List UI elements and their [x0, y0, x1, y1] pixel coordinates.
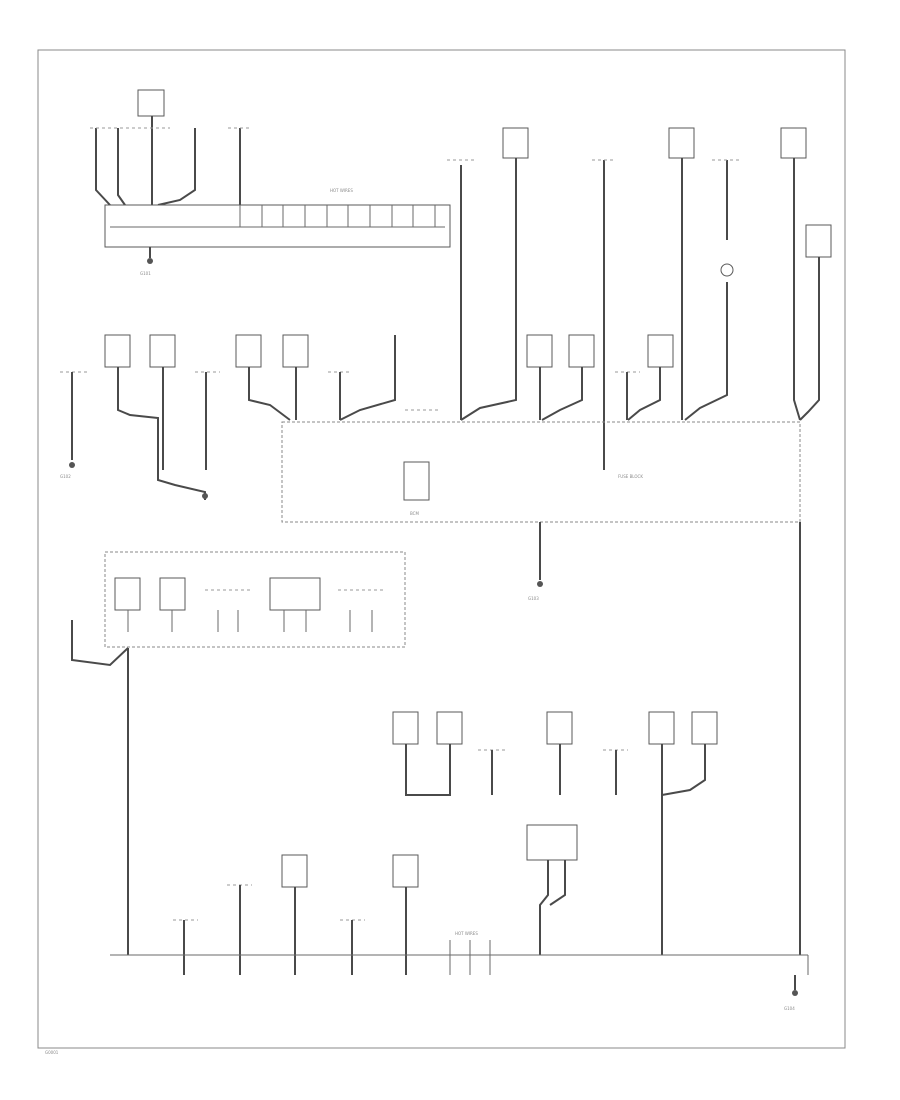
ground-label-4: G104	[784, 1006, 795, 1011]
top-right-group	[447, 127, 832, 470]
middle-left-components	[60, 334, 220, 500]
ground-symbol	[147, 258, 153, 264]
diagram-border	[37, 49, 846, 1049]
top-bus-label: HOT WIRES	[330, 188, 353, 193]
top-splice-bus: HOT WIRES	[104, 188, 451, 264]
bottom-bus-label: HOT WIRES	[455, 931, 478, 936]
lower-left-module	[71, 551, 406, 955]
center-box-label: FUSE BLOCK	[618, 474, 643, 479]
component-box	[137, 89, 165, 117]
ground-label-3: G103	[528, 596, 539, 601]
bottom-lower-components: HOT WIRES	[173, 824, 578, 975]
ground-label-1: G101	[140, 271, 151, 276]
body-control-module: BCM FUSE BLOCK	[281, 409, 801, 955]
bottom-splice-bus	[110, 954, 809, 996]
indicator-lamp	[720, 263, 734, 277]
middle-top-components	[235, 334, 674, 421]
top-left-group	[90, 89, 252, 206]
bottom-upper-components	[392, 711, 718, 955]
corner-code: G0001	[45, 1050, 59, 1055]
ground-label-2: G102	[60, 474, 71, 479]
center-module-label: BCM	[410, 511, 419, 516]
